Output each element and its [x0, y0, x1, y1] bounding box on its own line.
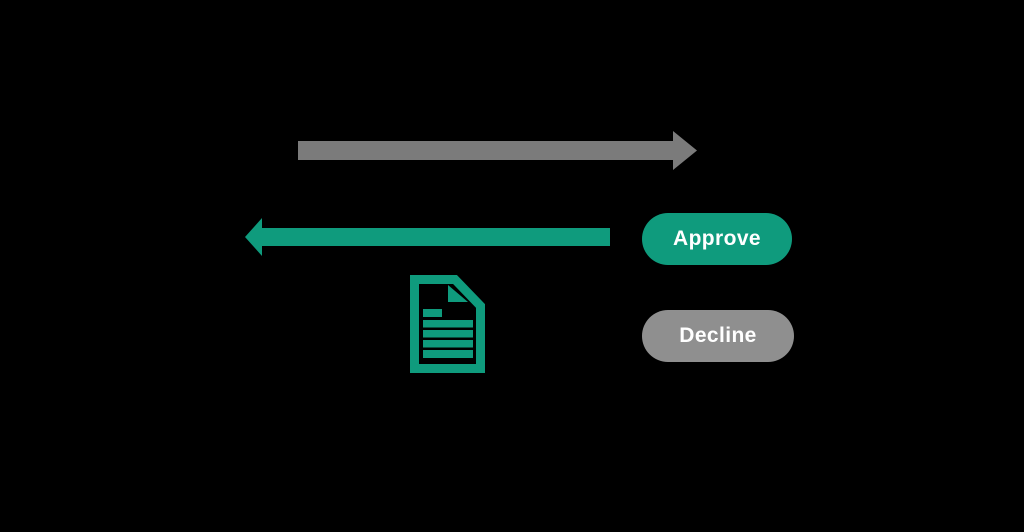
decline-button[interactable]: Decline — [642, 310, 794, 362]
document-fold-corner — [448, 285, 468, 302]
document-icon — [410, 275, 485, 373]
document-text-line — [423, 309, 442, 317]
document-text-line — [423, 320, 473, 328]
document-outline — [410, 275, 485, 373]
document-text-line — [423, 340, 473, 348]
document-text-line — [423, 350, 473, 358]
right-arrow-icon — [298, 131, 697, 170]
approve-button[interactable]: Approve — [642, 213, 792, 265]
approve-button-label: Approve — [673, 227, 761, 250]
decline-button-label: Decline — [679, 324, 757, 347]
left-arrow-icon — [245, 218, 610, 256]
document-text-line — [423, 330, 473, 338]
